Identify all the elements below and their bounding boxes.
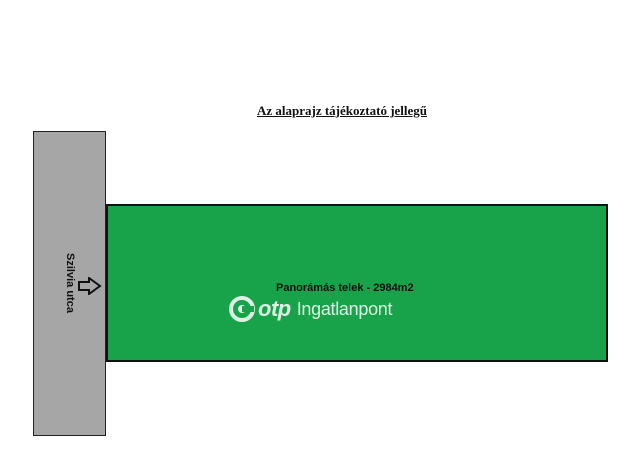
- arrow-right-icon: [78, 277, 102, 295]
- plan-title: Az alaprajz tájékoztató jellegű: [256, 103, 428, 118]
- watermark-product: Ingatlanpont: [296, 298, 393, 319]
- street-label: Szilvia utca: [64, 253, 76, 313]
- watermark-brand: otp: [258, 296, 291, 321]
- watermark-logo: otp Ingatlanpont: [229, 296, 393, 322]
- plot-label: Panorámás telek - 2984m2: [276, 282, 414, 294]
- otp-logo-mark-icon: [229, 296, 255, 322]
- plot-area: [106, 204, 608, 362]
- street-area: [33, 131, 106, 436]
